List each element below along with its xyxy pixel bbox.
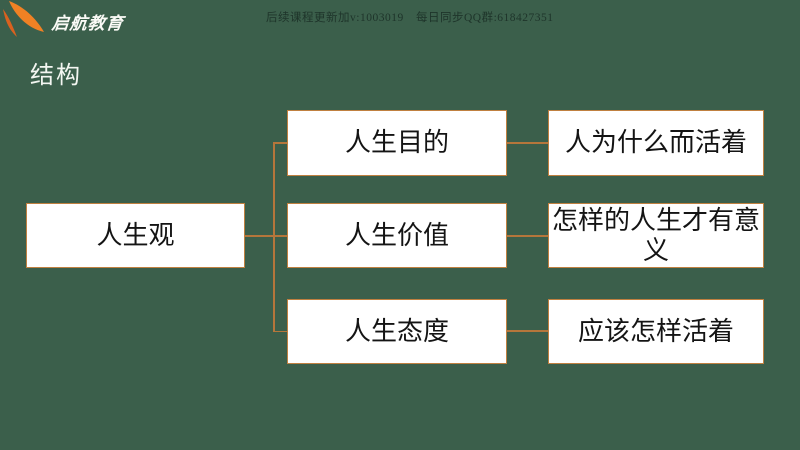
header-note-wechat: 后续课程更新加v:1003019 — [266, 12, 404, 24]
node-life-attitude: 人生态度 — [287, 299, 507, 364]
brand-name: 启航教育 — [50, 13, 125, 33]
sail-flame-icon — [3, 1, 44, 37]
brand-logo: 启航教育 — [0, 0, 125, 42]
node-life-value-desc: 怎样的人生才有意义 — [548, 203, 764, 268]
node-life-purpose-desc: 人为什么而活着 — [548, 110, 764, 176]
node-life-outlook: 人生观 — [26, 203, 245, 268]
connector-vertical-trunk — [273, 142, 275, 332]
page-title: 结构 — [30, 62, 82, 89]
node-life-attitude-desc: 应该怎样活着 — [548, 299, 764, 364]
connector-stub-top — [273, 142, 287, 144]
connector-value-to-desc — [507, 235, 548, 237]
node-life-value: 人生价值 — [287, 203, 507, 268]
header-note-qq-group: 每日同步QQ群:618427351 — [416, 12, 554, 24]
node-life-purpose: 人生目的 — [287, 110, 507, 176]
connector-root-to-branches — [245, 235, 287, 237]
connector-stub-bottom — [273, 330, 287, 332]
connector-purpose-to-desc — [507, 142, 548, 144]
connector-attitude-to-desc — [507, 330, 548, 332]
